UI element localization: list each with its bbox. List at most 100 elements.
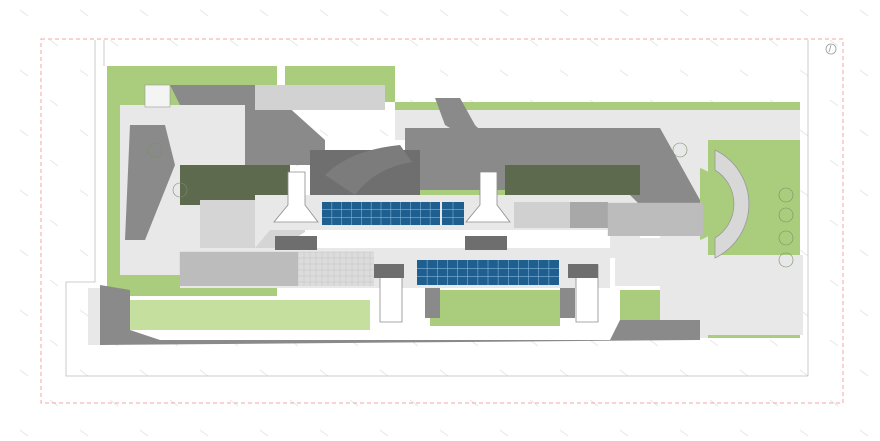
hatch-mark [799, 249, 809, 257]
hatch-mark [349, 39, 359, 47]
hatch-mark [559, 9, 569, 17]
hatch-mark [649, 339, 659, 347]
hatch-mark [49, 279, 59, 287]
hatch-mark [859, 129, 869, 137]
hatch-mark [49, 339, 59, 347]
solar-panel-grid [322, 202, 559, 285]
hatch-mark [19, 309, 29, 317]
hatch-mark [79, 369, 89, 377]
hatch-mark [559, 69, 569, 77]
roof-grid-center [298, 252, 374, 286]
hatch-mark [379, 429, 389, 437]
hatch-mark [829, 159, 839, 167]
roof-grid-west [180, 252, 298, 286]
tree-symbol [147, 142, 163, 158]
hatch-mark [409, 399, 419, 407]
north-arrow-icon [825, 43, 837, 55]
hatch-mark [859, 189, 869, 197]
hatch-mark [379, 9, 389, 17]
hatch-mark [769, 339, 779, 347]
hatch-mark [79, 129, 89, 137]
hatch-mark [499, 9, 509, 17]
hatch-mark [679, 429, 689, 437]
hatch-mark [439, 69, 449, 77]
hatch-mark [109, 399, 119, 407]
hatch-mark [79, 69, 89, 77]
hatch-mark [49, 99, 59, 107]
hatch-mark [19, 129, 29, 137]
hatch-mark [379, 129, 389, 137]
hatch-mark [679, 69, 689, 77]
tree-symbol [778, 230, 794, 246]
hatch-mark [739, 369, 749, 377]
hatch-mark [799, 189, 809, 197]
hatch-mark [469, 39, 479, 47]
hatch-mark [499, 429, 509, 437]
hatch-mark [229, 39, 239, 47]
hatch-mark [319, 129, 329, 137]
hatch-mark [529, 39, 539, 47]
hatch-mark [49, 39, 59, 47]
hatch-mark [859, 9, 869, 17]
hatch-mark [259, 369, 269, 377]
hatch-mark [199, 9, 209, 17]
hatch-mark [49, 159, 59, 167]
hatch-mark [19, 9, 29, 17]
hatch-mark [19, 429, 29, 437]
hatch-mark [499, 69, 509, 77]
hatch-mark [829, 279, 839, 287]
hatch-mark [769, 39, 779, 47]
hatch-mark [439, 429, 449, 437]
hatch-mark [199, 429, 209, 437]
tree-symbol [778, 207, 794, 223]
tree-symbol [172, 182, 188, 198]
hatch-mark [289, 39, 299, 47]
tree-symbol [778, 252, 794, 268]
hatch-mark [79, 9, 89, 17]
tree-symbol [672, 142, 688, 158]
hatch-mark [19, 249, 29, 257]
hatch-mark [799, 69, 809, 77]
hatch-mark [259, 429, 269, 437]
street-edge-west [65, 40, 808, 377]
hatch-mark [79, 429, 89, 437]
hatch-mark [319, 9, 329, 17]
hatch-mark [859, 249, 869, 257]
hatch-mark [619, 369, 629, 377]
hatch-mark [19, 369, 29, 377]
hatch-mark [439, 9, 449, 17]
hatch-mark [109, 39, 119, 47]
hatch-mark [799, 369, 809, 377]
hatch-mark [139, 9, 149, 17]
hatch-mark [139, 369, 149, 377]
hatch-mark [829, 219, 839, 227]
hatch-mark [409, 39, 419, 47]
hatch-mark [79, 189, 89, 197]
hatch-mark [529, 399, 539, 407]
hatch-mark [619, 9, 629, 17]
hatch-mark [859, 309, 869, 317]
hatch-mark [19, 69, 29, 77]
hatch-mark [169, 39, 179, 47]
hatch-mark [589, 339, 599, 347]
hatch-mark [619, 69, 629, 77]
circulation-cores [273, 171, 599, 323]
hatch-mark [859, 369, 869, 377]
hatch-mark [739, 69, 749, 77]
hatch-mark [79, 249, 89, 257]
hatch-mark [799, 9, 809, 17]
hatch-mark [49, 219, 59, 227]
hatch-mark [79, 309, 89, 317]
hatch-mark [379, 369, 389, 377]
hatch-mark [139, 429, 149, 437]
hatch-mark [799, 129, 809, 137]
hatch-mark [559, 429, 569, 437]
hatch-mark [739, 429, 749, 437]
hatch-mark [709, 339, 719, 347]
hatch-mark [259, 9, 269, 17]
hatch-mark [709, 39, 719, 47]
hatch-mark [319, 369, 329, 377]
hatch-mark [19, 189, 29, 197]
hatch-mark [799, 429, 809, 437]
